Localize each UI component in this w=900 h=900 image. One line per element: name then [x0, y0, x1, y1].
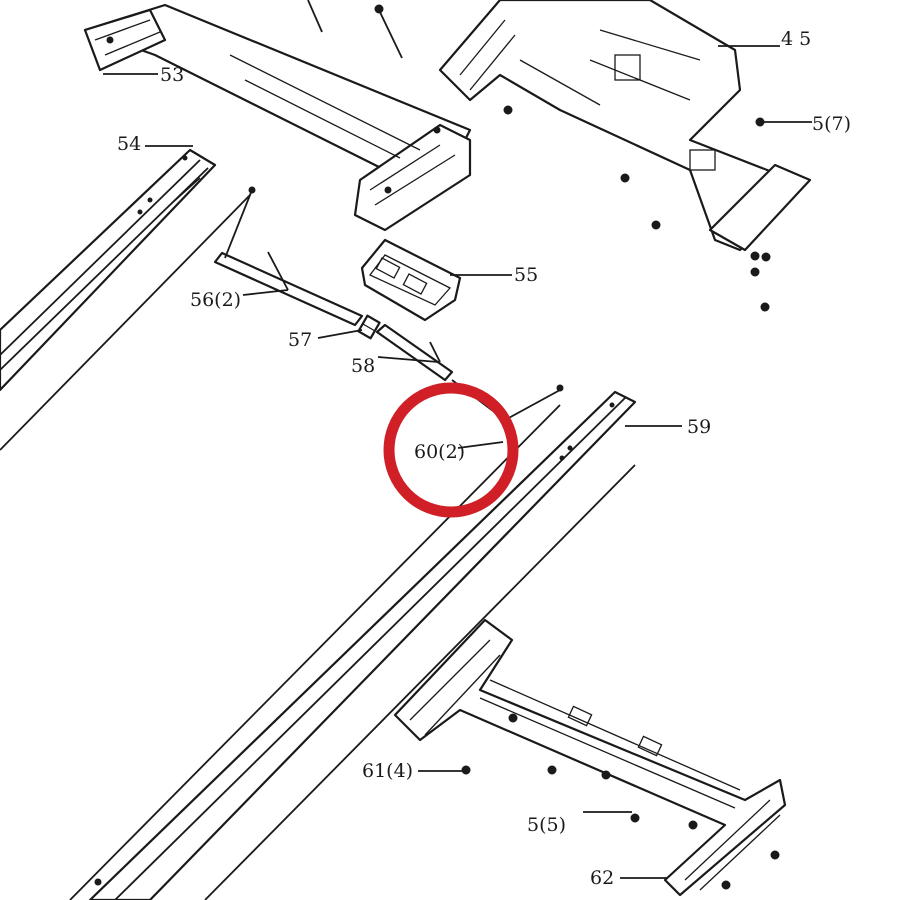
label-5-7: 5(7)	[812, 113, 852, 135]
highlight-circle	[383, 382, 519, 518]
label-62: 62	[590, 867, 615, 889]
part-58-rod	[375, 323, 454, 382]
part-54-left-rail	[0, 148, 251, 451]
part-56-rod	[213, 186, 364, 327]
part-53-crossbar	[83, 3, 472, 232]
screws-top	[503, 105, 771, 312]
label-55: 55	[514, 264, 539, 286]
part-62-bracket	[393, 618, 787, 897]
label-56-2: 56(2)	[190, 289, 242, 311]
part-59-right-rail	[69, 390, 637, 900]
label-53: 53	[160, 64, 185, 86]
screws-bottom	[461, 713, 780, 890]
label-60-2: 60(2)	[414, 441, 466, 463]
leader-lines	[103, 45, 812, 879]
part-45-bracket	[438, 0, 812, 252]
part-55-block	[360, 238, 462, 322]
label-5-5: 5(5)	[527, 814, 567, 836]
label-54: 54	[117, 133, 142, 155]
label-61-4: 61(4)	[362, 760, 414, 782]
label-57: 57	[288, 329, 313, 351]
label-58: 58	[351, 355, 376, 377]
label-59: 59	[687, 416, 712, 438]
top-rods	[307, 0, 403, 59]
label-45: 4 5	[781, 28, 812, 50]
part-57-spring	[357, 314, 381, 340]
